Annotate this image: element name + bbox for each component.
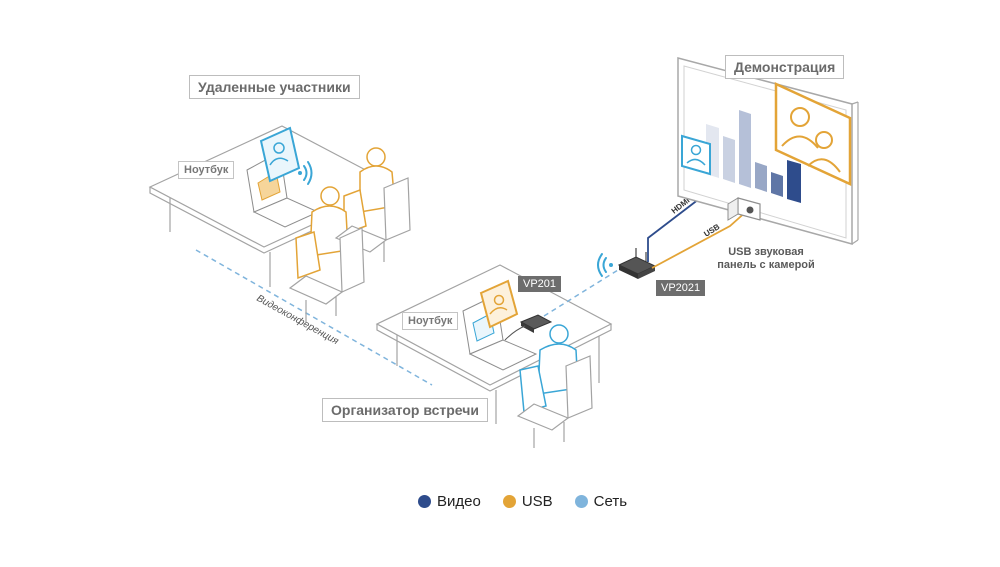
legend-label-video: Видео — [437, 493, 481, 510]
soundbar-caption-line2: панель с камерой — [717, 259, 815, 271]
meeting-organizer-label: Организатор встречи — [322, 398, 488, 422]
laptop-organizer-label: Ноутбук — [402, 312, 459, 330]
hdmi-cable — [647, 185, 717, 262]
vp2021-device — [617, 248, 657, 279]
vp201-device — [519, 314, 553, 333]
remote-chairs — [288, 177, 411, 322]
laptop-remote-label: Ноутбук — [178, 161, 235, 179]
legend-item-video: Видео — [418, 493, 481, 510]
organizer-usb-cable — [504, 325, 526, 341]
display-people-icon — [774, 82, 852, 186]
legend-dot-usb — [502, 495, 516, 508]
remote-screen-icon — [259, 126, 301, 183]
network-link — [543, 269, 619, 317]
vp2021-wifi-icon — [597, 253, 613, 277]
vp201-tag: VP201 — [518, 276, 562, 292]
legend-label-usb: USB — [521, 493, 553, 510]
legend-label-network: Сеть — [593, 493, 628, 510]
legend-item-network: Сеть — [574, 493, 628, 510]
vp2021-tag: VP2021 — [656, 280, 706, 296]
usb-soundbar-camera — [727, 197, 761, 221]
organizer-chair — [516, 355, 593, 448]
remote-participants-label: Удаленные участники — [189, 75, 360, 99]
remote-wifi-icon — [298, 161, 313, 185]
legend-item-usb: USB — [502, 493, 553, 510]
videoconference-link — [195, 249, 433, 386]
legend-dot-video — [418, 495, 431, 508]
organizer-screen-icon — [479, 279, 519, 329]
soundbar-caption-line1: USB звуковая — [728, 246, 804, 258]
soundbar-caption: USB звуковая панель с камерой — [706, 246, 826, 272]
presentation-label: Демонстрация — [725, 55, 845, 79]
legend-dot-network — [574, 495, 588, 508]
display-remote-icon — [681, 134, 711, 176]
legend: Видео USB Сеть — [418, 493, 627, 510]
